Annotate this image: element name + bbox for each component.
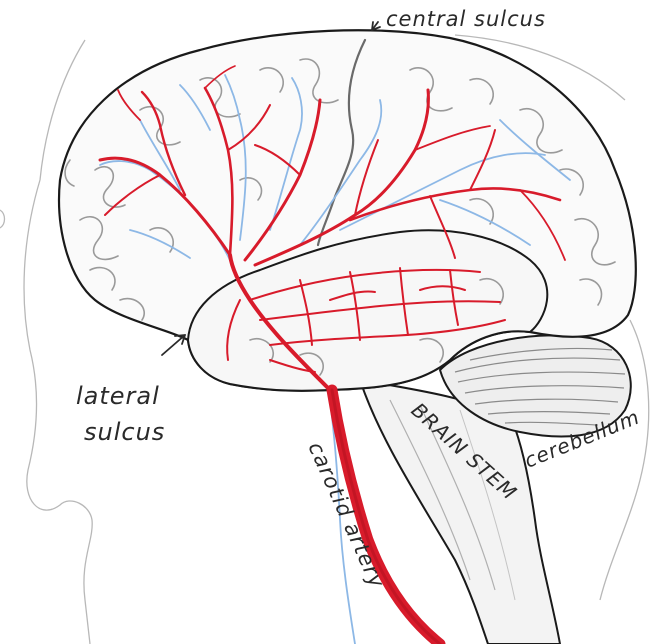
lateral-sulcus-arrow xyxy=(162,335,185,355)
lateral-sulcus-label-line2: sulcus xyxy=(84,418,165,446)
lateral-sulcus-label-line1: lateral xyxy=(76,382,160,410)
central-sulcus-label: central sulcus xyxy=(386,7,546,31)
central-sulcus-arrow xyxy=(372,22,380,30)
